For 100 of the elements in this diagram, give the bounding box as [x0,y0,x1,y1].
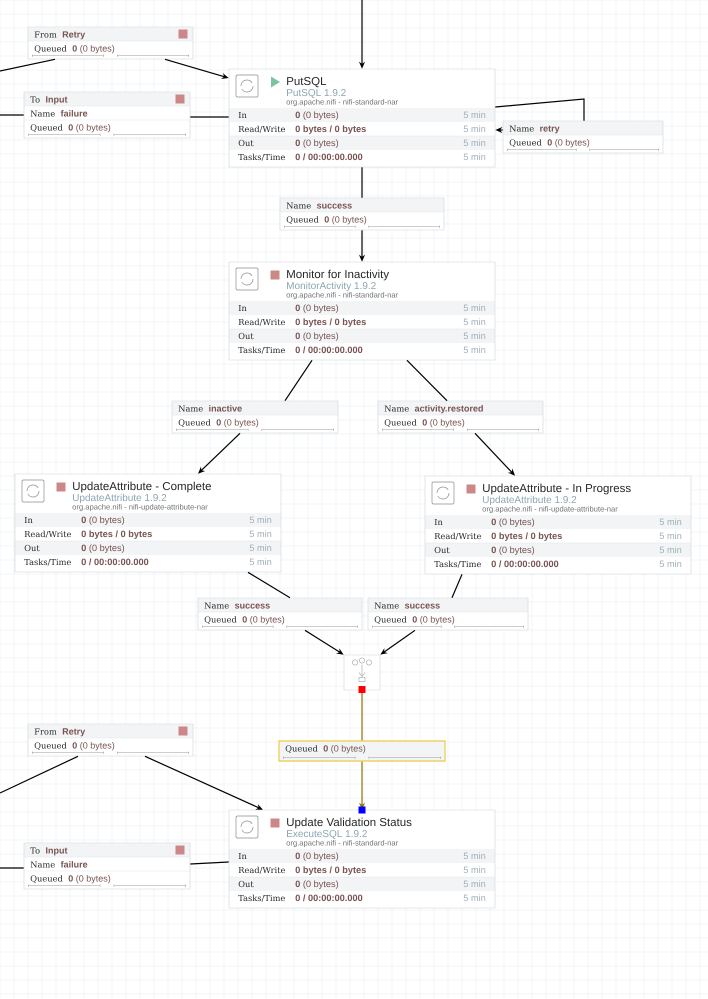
field-value: 0 (0 bytes) [68,874,110,884]
stat-label: Out [434,546,450,554]
stat-value: 0 (0 bytes) [296,880,338,889]
stat-window: 5 min [464,318,486,326]
field-value: 0 (0 bytes) [412,616,454,624]
field-label: To [30,847,40,854]
field-label: Queued [384,419,417,427]
connector-line [0,114,24,116]
stat-value: 0 (0 bytes) [296,139,338,148]
stat-label: Read/Write [238,318,286,326]
processor-type: UpdateAttribute 1.9.2 [72,494,166,504]
field-value: 0 (0 bytes) [324,216,366,224]
field-label: Queued [34,742,67,750]
field-value: Retry [62,728,86,736]
field-label: From [34,31,57,38]
field-label: Queued [204,616,237,624]
connector-line [0,867,24,869]
field-value: 0 (0 bytes) [72,742,114,750]
stat-window: 5 min [464,332,486,340]
field-label: Queued [510,139,542,147]
stat-window: 5 min [464,153,486,160]
field-value: 0 (0 bytes) [72,44,114,54]
stat-window: 5 min [250,558,272,566]
stat-window: 5 min [464,346,486,354]
processor-name: UpdateAttribute - Complete [73,482,211,492]
field-label: Queued [30,124,63,132]
stat-value: 0 bytes / 0 bytes [296,318,366,327]
stat-label: Tasks/Time [434,560,481,568]
field-value: failure [60,110,88,117]
stat-value: 0 (0 bytes) [296,111,338,120]
field-label: Queued [286,745,318,753]
stat-label: In [238,112,247,118]
stat-value: 0 / 00:00:00.000 [296,346,362,354]
stat-value: 0 (0 bytes) [296,332,338,341]
stat-value: 0 (0 bytes) [492,518,534,527]
stat-window: 5 min [660,560,682,568]
field-label: Name [178,405,203,412]
stat-window: 5 min [464,880,486,888]
field-value: 0 (0 bytes) [548,138,590,148]
stat-value: 0 bytes / 0 bytes [296,866,366,875]
stat-label: Out [238,140,254,146]
processor-name: Update Validation Status [287,818,412,828]
stat-window: 5 min [660,546,682,554]
stat-value: 0 (0 bytes) [82,516,124,525]
field-value: activity.restored [414,404,483,414]
field-label: Queued [178,419,211,427]
stat-window: 5 min [464,866,486,874]
field-label: Name [374,602,399,609]
field-value: Input [46,847,68,856]
field-value: failure [60,860,88,868]
stat-window: 5 min [660,532,682,540]
field-value: Input [46,96,68,104]
processor-name: Monitor for Inactivity [287,270,390,280]
stat-value: 0 bytes / 0 bytes [82,530,152,539]
field-label: Name [286,202,311,209]
stat-value: 0 / 00:00:00.000 [296,894,362,902]
processor-type: PutSQL 1.9.2 [287,89,346,98]
stat-label: Out [238,332,254,340]
stat-label: Read/Write [238,866,286,874]
stat-label: Read/Write [434,532,482,540]
connector-line [495,98,585,121]
connector-line [0,58,56,72]
stat-value: 0 (0 bytes) [492,546,534,555]
stat-label: In [24,516,33,523]
field-label: Queued [286,216,319,224]
field-value: success [316,204,352,209]
stat-window: 5 min [660,518,682,526]
processor-name: UpdateAttribute - In Progress [483,484,631,494]
connector-line [451,574,463,598]
stat-label: Read/Write [24,530,72,538]
stat-label: Tasks/Time [238,894,285,902]
stat-value: 0 bytes / 0 bytes [492,532,562,541]
stat-label: In [434,518,443,525]
stat-label: Tasks/Time [238,154,285,161]
connector-line [190,116,229,118]
stat-window: 5 min [464,125,486,132]
stat-window: 5 min [250,530,272,538]
field-label: To [30,96,40,103]
connector-line [190,861,229,865]
field-value: success [404,604,440,609]
stat-label: Out [24,544,40,552]
field-value: 0 (0 bytes) [422,418,464,428]
connector-line [361,690,363,740]
field-label: Name [30,110,55,117]
field-value: 0 (0 bytes) [242,616,284,624]
connector-line [361,167,363,198]
field-value: 0 (0 bytes) [324,744,366,754]
processor-type: MonitorActivity 1.9.2 [287,282,376,292]
stat-value: 0 (0 bytes) [82,544,124,553]
stat-label: Read/Write [238,126,286,133]
field-label: From [34,728,57,735]
stat-window: 5 min [464,852,486,860]
field-value: retry [540,126,560,134]
stat-label: Tasks/Time [238,346,285,354]
field-label: Name [384,405,409,412]
field-label: Name [204,602,229,609]
field-label: Name [30,861,55,868]
stat-value: 0 (0 bytes) [296,852,338,861]
stat-value: 0 (0 bytes) [296,304,338,313]
stat-value: 0 / 00:00:00.000 [492,560,558,568]
